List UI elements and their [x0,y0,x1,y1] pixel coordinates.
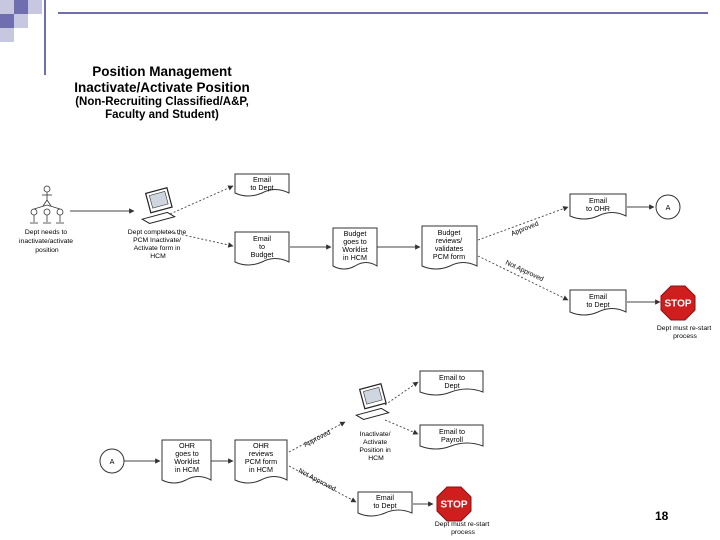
diagram-subtitle: (Non-Recruiting Classified/A&P, Faculty … [52,96,272,122]
stop-caption: Dept must re-start process [435,521,491,536]
title-line: Inactivate/Activate Position [74,79,250,95]
corner-decoration [14,14,28,28]
line-computer-to-email-budget [169,231,234,248]
corner-decoration [28,0,42,14]
actor-label-line: inactivate/activate [19,238,73,245]
people-icon [30,185,64,224]
title-line: Position Management [92,64,232,79]
actor-label-line: Dept needs to [25,229,68,236]
line-not-approved-to-email-dept [288,465,357,503]
line-computer-to-email-payroll [384,419,419,435]
branch-label-approved: Approved [303,429,332,449]
svg-text:STOP: STOP [440,500,467,511]
actor-label-line: HCM [150,253,166,260]
stop-caption: Dept must re-start process [657,325,713,340]
actor-label-line: Activate form in [134,245,181,252]
side-rule [44,0,46,75]
corner-decoration [14,0,28,14]
stop-sign-icon: STOP [436,486,472,522]
corner-decoration [0,28,14,42]
corner-decoration [0,0,14,14]
branch-label-not-approved: Not Approved [297,468,337,494]
subtitle-line: (Non-Recruiting Classified/A&P, [75,96,249,108]
actor-label-line: position [35,247,59,254]
line-approved-to-email-ohr [477,206,569,241]
svg-text:A: A [110,457,115,466]
subtitle-line: Faculty and Student) [105,109,219,121]
actor-label-line: PCM Inactivate/ [133,237,181,244]
corner-decoration [0,14,14,28]
connector-a-icon: A [655,194,681,220]
line-not-approved-to-email-dept [477,255,569,301]
connector-lines [70,185,661,507]
svg-text:A: A [666,203,671,212]
branch-label-approved: Approved [510,220,540,237]
stop-sign-icon: STOP [660,285,696,321]
actor-label: Dept needs to inactivate/activate positi… [19,229,75,254]
branch-label-not-approved: Not Approved [504,259,544,283]
header-rule [58,12,708,14]
line-computer-to-email-dept [384,381,419,406]
actor-label: Inactivate/ Activate Position in HCM [359,431,392,462]
connector-a-icon: A [99,448,125,474]
actor-label-line: Dept completes the [128,229,187,236]
line-computer-to-email-dept [169,185,234,215]
actor-label: Dept completes the PCM Inactivate/ Activ… [128,229,188,260]
svg-text:STOP: STOP [664,299,691,310]
computer-icon [140,186,176,224]
computer-icon [354,382,390,420]
page-number: 18 [655,509,669,523]
line-approved-to-computer [288,421,346,453]
diagram-title: Position Management Inactivate/Activate … [52,64,272,95]
